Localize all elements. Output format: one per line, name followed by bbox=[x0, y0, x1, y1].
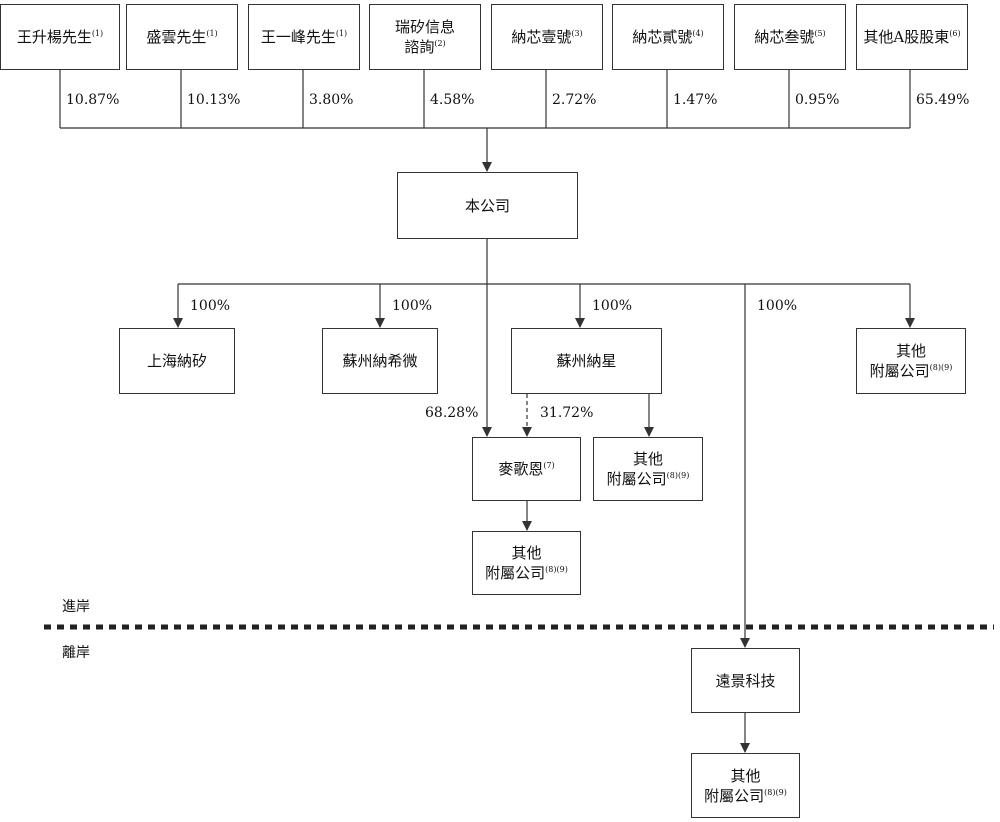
other-line1: 其他 bbox=[730, 766, 761, 785]
shareholder-note: (5) bbox=[814, 29, 826, 38]
shareholder-pct-1: 10.87% bbox=[66, 92, 120, 108]
shareholder-name: 納芯壹號 bbox=[511, 28, 572, 46]
other-line2: 附屬公司 bbox=[485, 564, 546, 582]
company-name: 本公司 bbox=[464, 196, 510, 215]
subsidiary-name: 蘇州納星 bbox=[556, 352, 617, 370]
other-affiliates-box-yuanjing: 其他 附屬公司(8)(9) bbox=[691, 753, 800, 818]
shareholder-box-4: 瑞矽信息 諮詢(2) bbox=[369, 4, 481, 70]
megan-note: (7) bbox=[543, 461, 555, 470]
shareholder-note: (1) bbox=[335, 29, 348, 38]
shareholder-box-1: 王升楊先生(1) bbox=[0, 4, 120, 70]
other-note: (8)(9) bbox=[929, 363, 953, 372]
company-box: 本公司 bbox=[397, 172, 578, 239]
other-line1: 其他 bbox=[632, 450, 663, 468]
shareholder-note: (3) bbox=[571, 29, 583, 38]
other-line2: 附屬公司 bbox=[704, 786, 765, 805]
shareholder-box-7: 納芯叁號(5) bbox=[734, 4, 846, 70]
onshore-label: 進岸 bbox=[62, 599, 90, 615]
subsidiary-name: 遠景科技 bbox=[715, 671, 776, 690]
shanghai-nasi-box: 上海納矽 bbox=[119, 328, 235, 394]
shareholder-name: 王一峰先生 bbox=[260, 28, 336, 46]
other-note: (8)(9) bbox=[666, 471, 690, 480]
other-affiliates-box-top: 其他 附屬公司(8)(9) bbox=[856, 328, 966, 394]
pct-megan-company: 68.28% bbox=[425, 405, 479, 421]
pct-suzhou-nxw: 100% bbox=[392, 298, 433, 314]
other-line1: 其他 bbox=[895, 342, 926, 360]
shareholder-name: 納芯叁號 bbox=[754, 28, 815, 46]
shareholder-pct-7: 0.95% bbox=[795, 92, 840, 108]
shareholder-box-2: 盛雲先生(1) bbox=[126, 4, 238, 70]
other-note: (8)(9) bbox=[764, 787, 787, 797]
shareholder-name: 王升楊先生 bbox=[16, 28, 92, 46]
shareholder-pct-6: 1.47% bbox=[673, 92, 718, 108]
other-affiliates-box-megan: 其他 附屬公司(8)(9) bbox=[472, 531, 581, 595]
megan-box: 麥歌恩(7) bbox=[472, 437, 581, 501]
offshore-label: 離岸 bbox=[62, 645, 90, 661]
shareholder-box-3: 王一峰先生(1) bbox=[248, 4, 360, 70]
yuanjing-tech-box: 遠景科技 bbox=[691, 648, 800, 713]
suzhou-naxiwei-box: 蘇州納希微 bbox=[322, 328, 438, 394]
subsidiary-name: 蘇州納希微 bbox=[342, 352, 418, 370]
shareholder-note: (6) bbox=[949, 29, 961, 38]
shareholder-box-6: 納芯貳號(4) bbox=[612, 4, 724, 70]
pct-megan-suzhou: 31.72% bbox=[540, 405, 594, 421]
other-note: (8)(9) bbox=[545, 565, 568, 574]
other-line1: 其他 bbox=[511, 544, 542, 562]
shareholder-box-8: 其他A股股東(6) bbox=[856, 4, 968, 70]
other-line2: 附屬公司 bbox=[606, 470, 667, 488]
shareholder-box-5: 納芯壹號(3) bbox=[491, 4, 603, 70]
shareholder-name: 盛雲先生 bbox=[146, 28, 207, 46]
shareholder-note: (4) bbox=[692, 29, 704, 38]
shareholder-name: 其他A股股東 bbox=[863, 28, 950, 46]
other-affiliates-box-suzhou: 其他 附屬公司(8)(9) bbox=[593, 437, 703, 501]
pct-suzhou-nx: 100% bbox=[592, 298, 633, 314]
pct-yuanjing: 100% bbox=[757, 298, 798, 314]
subsidiary-name: 上海納矽 bbox=[146, 352, 207, 370]
shareholder-name-line2: 諮詢 bbox=[404, 38, 435, 56]
shareholder-pct-8: 65.49% bbox=[916, 92, 970, 108]
shareholder-note: (1) bbox=[91, 29, 104, 38]
shareholder-note: (2) bbox=[434, 39, 446, 48]
other-line2: 附屬公司 bbox=[869, 362, 930, 380]
shareholder-pct-2: 10.13% bbox=[187, 92, 241, 108]
shareholder-name-line1: 瑞矽信息 bbox=[394, 18, 455, 36]
megan-name: 麥歌恩 bbox=[498, 460, 544, 478]
shareholder-name: 納芯貳號 bbox=[632, 28, 693, 46]
shareholder-note: (1) bbox=[206, 29, 218, 38]
shareholder-pct-5: 2.72% bbox=[552, 92, 597, 108]
pct-shanghai: 100% bbox=[190, 298, 231, 314]
suzhou-naxing-box: 蘇州納星 bbox=[511, 328, 662, 394]
shareholder-pct-4: 4.58% bbox=[430, 92, 475, 108]
shareholder-pct-3: 3.80% bbox=[309, 92, 354, 108]
